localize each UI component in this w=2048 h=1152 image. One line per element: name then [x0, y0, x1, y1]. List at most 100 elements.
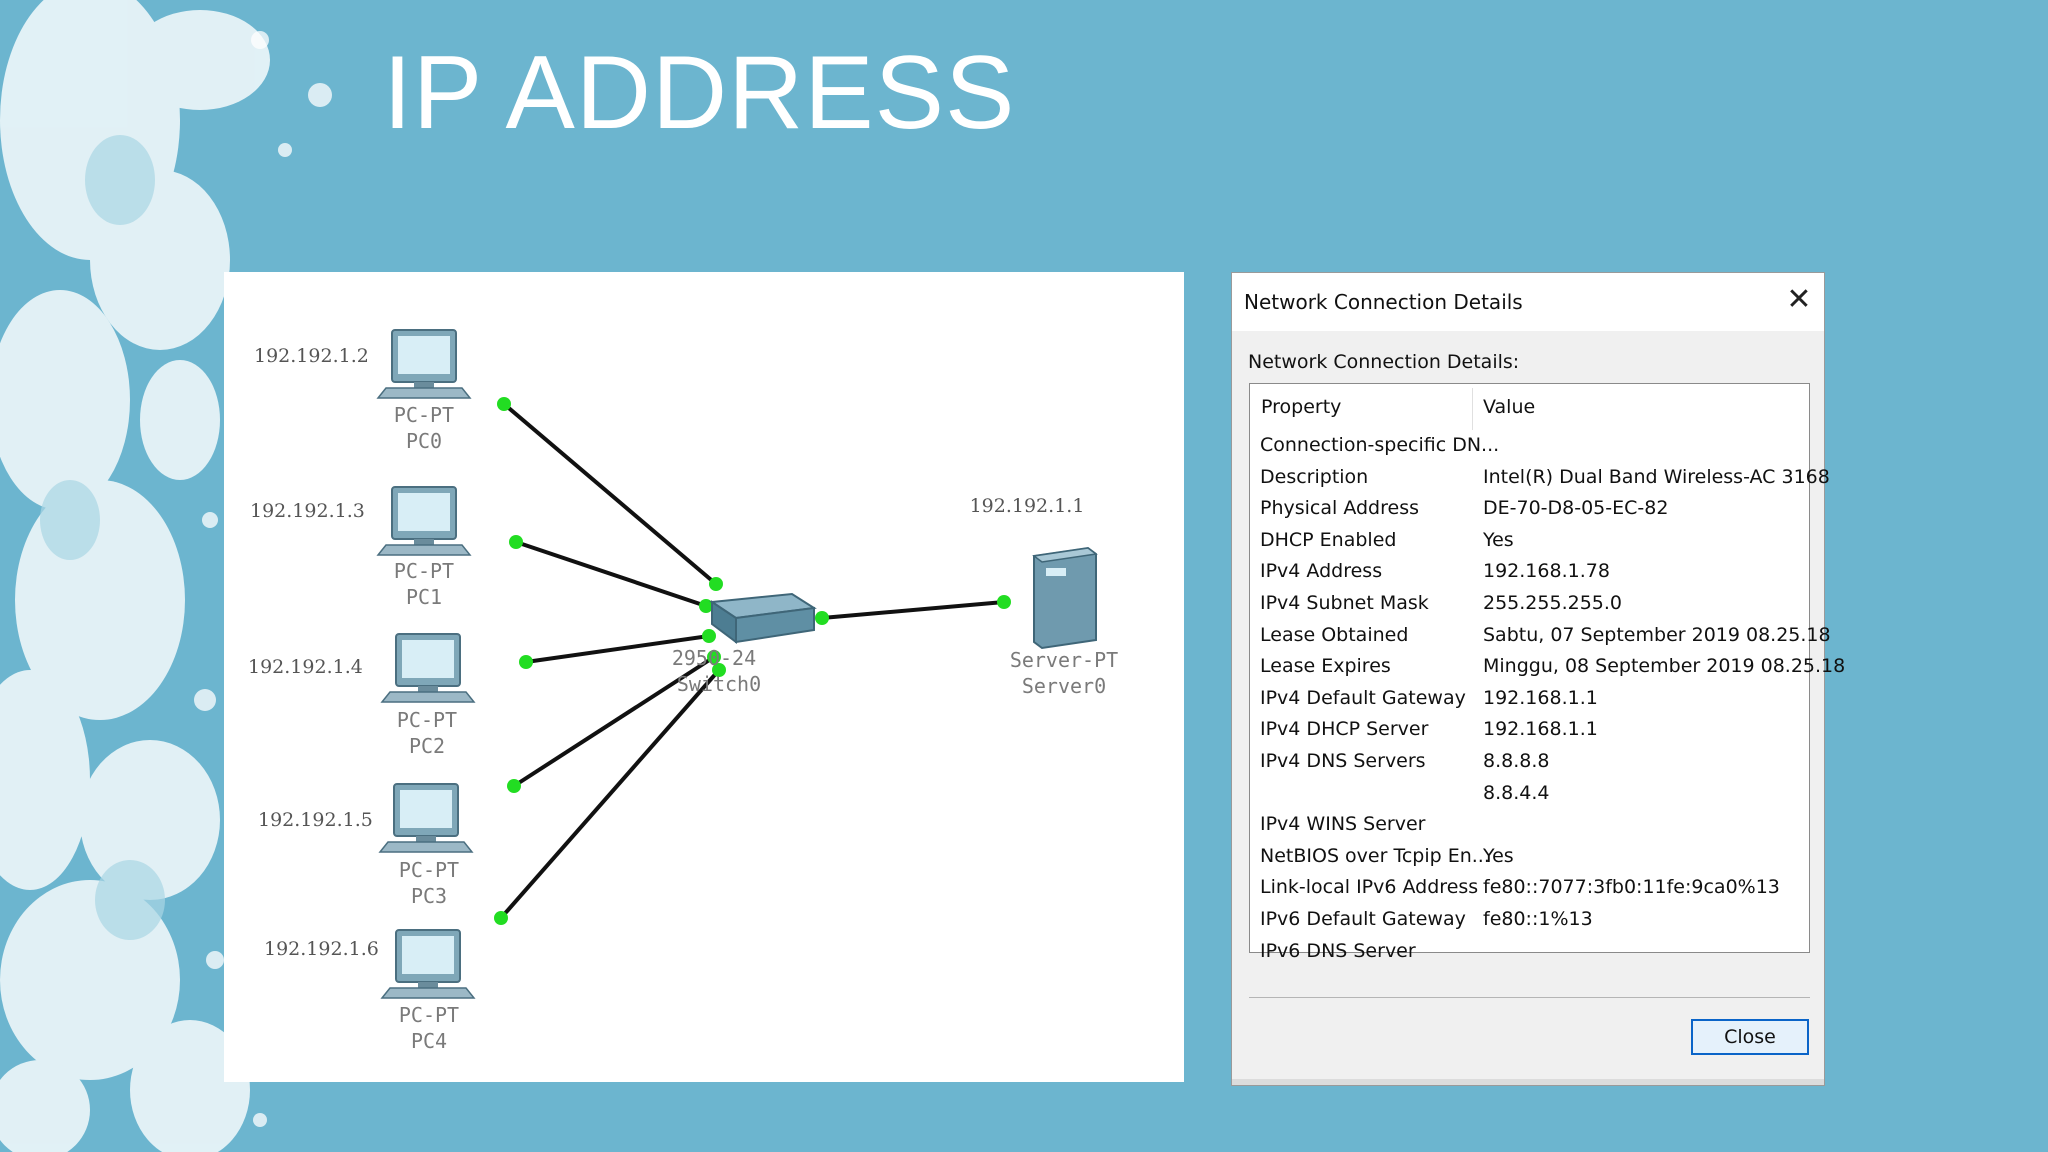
port-indicator-icon	[712, 663, 726, 677]
column-header-property[interactable]: Property	[1261, 396, 1342, 418]
switch-icon[interactable]	[709, 592, 817, 644]
property-name: IPv4 DHCP Server	[1260, 718, 1429, 741]
ports	[494, 397, 1011, 925]
property-row[interactable]: IPv6 DNS Server	[1250, 936, 1809, 968]
property-name: Lease Obtained	[1260, 623, 1409, 646]
column-divider[interactable]	[1472, 388, 1473, 430]
switch-model-label: 2950-24	[672, 646, 756, 670]
port-indicator-icon	[815, 611, 829, 625]
property-name: DHCP Enabled	[1260, 528, 1397, 551]
property-name: IPv6 Default Gateway	[1260, 907, 1466, 930]
pc2-link	[525, 634, 710, 664]
server-name-label: Server0	[1022, 674, 1106, 698]
pc4-ip-label: 192.192.1.6	[264, 938, 379, 960]
pc1-link	[515, 540, 707, 608]
port-indicator-icon	[519, 655, 533, 669]
property-name: IPv4 Subnet Mask	[1260, 591, 1429, 614]
server-link	[821, 600, 1005, 620]
pc1-name-label: PC1	[406, 585, 442, 609]
column-header-value[interactable]: Value	[1483, 396, 1536, 418]
port-indicator-icon	[702, 629, 716, 643]
port-indicator-icon	[507, 779, 521, 793]
pc3-icon[interactable]	[378, 783, 474, 853]
property-row[interactable]: DHCP Enabled Yes	[1250, 525, 1809, 557]
property-value: Yes	[1483, 528, 1514, 551]
pc2-name-label: PC2	[409, 734, 445, 758]
pc0-ip-label: 192.192.1.2	[254, 345, 369, 367]
pc0-name-label: PC0	[406, 429, 442, 453]
property-value: fe80::1%13	[1483, 907, 1593, 930]
pc4-link	[499, 668, 721, 920]
property-row[interactable]: IPv4 DHCP Server 192.168.1.1	[1250, 714, 1809, 746]
property-value: Sabtu, 07 September 2019 08.25.18	[1483, 623, 1831, 646]
close-icon[interactable]: ✕	[1786, 282, 1812, 317]
pc3-link	[512, 655, 716, 788]
pc4-type-label: PC-PT	[399, 1003, 459, 1027]
topology-diagram: 192.192.1.2 192.192.1.3 192.192.1.4 192.…	[248, 329, 1118, 1053]
property-row[interactable]: NetBIOS over Tcpip En...Yes	[1250, 841, 1809, 873]
property-value: 192.168.1.78	[1483, 560, 1610, 583]
port-indicator-icon	[494, 911, 508, 925]
property-name: Link-local IPv6 Address	[1260, 876, 1479, 899]
dialog-titlebar: Network Connection Details ✕	[1232, 273, 1824, 331]
port-indicator-icon	[497, 397, 511, 411]
pc0-icon[interactable]	[376, 329, 472, 399]
property-row[interactable]: Lease Obtained Sabtu, 07 September 2019 0…	[1250, 620, 1831, 652]
pc0-link	[502, 402, 718, 586]
property-row[interactable]: Connection-specific DN...	[1250, 430, 1809, 462]
property-row[interactable]: Description Intel(R) Dual Band Wireless-A…	[1250, 462, 1830, 494]
property-name: IPv4 DNS Servers	[1260, 749, 1426, 772]
dialog-bottom-edge	[1232, 1079, 1824, 1085]
property-value: 192.168.1.1	[1483, 686, 1598, 709]
property-rows: Connection-specific DN... Description Inte…	[1250, 430, 1845, 968]
port-indicator-icon	[709, 577, 723, 591]
property-row[interactable]: IPv4 Address 192.168.1.78	[1250, 556, 1809, 588]
property-name: Description	[1260, 465, 1369, 488]
property-row[interactable]: 8.8.4.4	[1250, 778, 1809, 810]
property-row[interactable]: Lease Expires Minggu, 08 September 2019 0…	[1250, 651, 1845, 683]
server-type-label: Server-PT	[1010, 648, 1118, 672]
property-value: DE-70-D8-05-EC-82	[1483, 497, 1669, 520]
slide-title: IP ADDRESS	[383, 35, 1016, 151]
property-row[interactable]: IPv4 WINS Server	[1250, 809, 1809, 841]
devices	[376, 329, 1098, 999]
property-name: IPv4 WINS Server	[1260, 813, 1426, 836]
dialog-separator	[1249, 997, 1810, 998]
property-value: 192.168.1.1	[1483, 718, 1598, 741]
dialog-title: Network Connection Details	[1244, 290, 1523, 314]
pc3-type-label: PC-PT	[399, 858, 459, 882]
pc3-ip-label: 192.192.1.5	[258, 809, 373, 831]
pc2-icon[interactable]	[380, 633, 476, 703]
pc1-icon[interactable]	[376, 486, 472, 556]
network-topology: 192.192.1.2 192.192.1.3 192.192.1.4 192.…	[224, 272, 1184, 1082]
server-ip-label: 192.192.1.1	[970, 495, 1085, 517]
switch-name-label: Switch0	[677, 672, 761, 696]
close-button[interactable]: Close	[1691, 1019, 1809, 1055]
pc4-name-label: PC4	[411, 1029, 447, 1053]
property-row[interactable]: IPv4 DNS Servers 8.8.8.8	[1250, 746, 1809, 778]
property-value: 8.8.8.8	[1483, 749, 1550, 772]
property-row[interactable]: IPv6 Default Gateway fe80::1%13	[1250, 904, 1809, 936]
property-name: IPv4 Address	[1260, 560, 1383, 583]
dialog-section-label: Network Connection Details:	[1248, 351, 1520, 373]
property-value: Minggu, 08 September 2019 08.25.18	[1483, 655, 1846, 678]
links	[499, 402, 1005, 920]
property-name: NetBIOS over Tcpip En...	[1260, 844, 1490, 867]
property-value: 8.8.4.4	[1483, 781, 1550, 804]
property-value: 255.255.255.0	[1483, 591, 1623, 614]
pc4-icon[interactable]	[380, 929, 476, 999]
port-indicator-icon	[509, 535, 523, 549]
server-icon[interactable]	[1032, 546, 1098, 650]
property-value: Intel(R) Dual Band Wireless-AC 3168	[1483, 465, 1830, 488]
property-name: Lease Expires	[1260, 655, 1391, 678]
property-name: Physical Address	[1260, 497, 1419, 520]
property-row[interactable]: Physical Address DE-70-D8-05-EC-82	[1250, 493, 1809, 525]
pc2-type-label: PC-PT	[397, 708, 457, 732]
port-indicator-icon	[707, 650, 721, 664]
property-list[interactable]: Property Value Connection-specific DN...…	[1249, 383, 1845, 962]
pc1-type-label: PC-PT	[394, 559, 454, 583]
property-row[interactable]: IPv4 Subnet Mask 255.255.255.0	[1250, 588, 1809, 620]
port-indicator-icon	[997, 595, 1011, 609]
